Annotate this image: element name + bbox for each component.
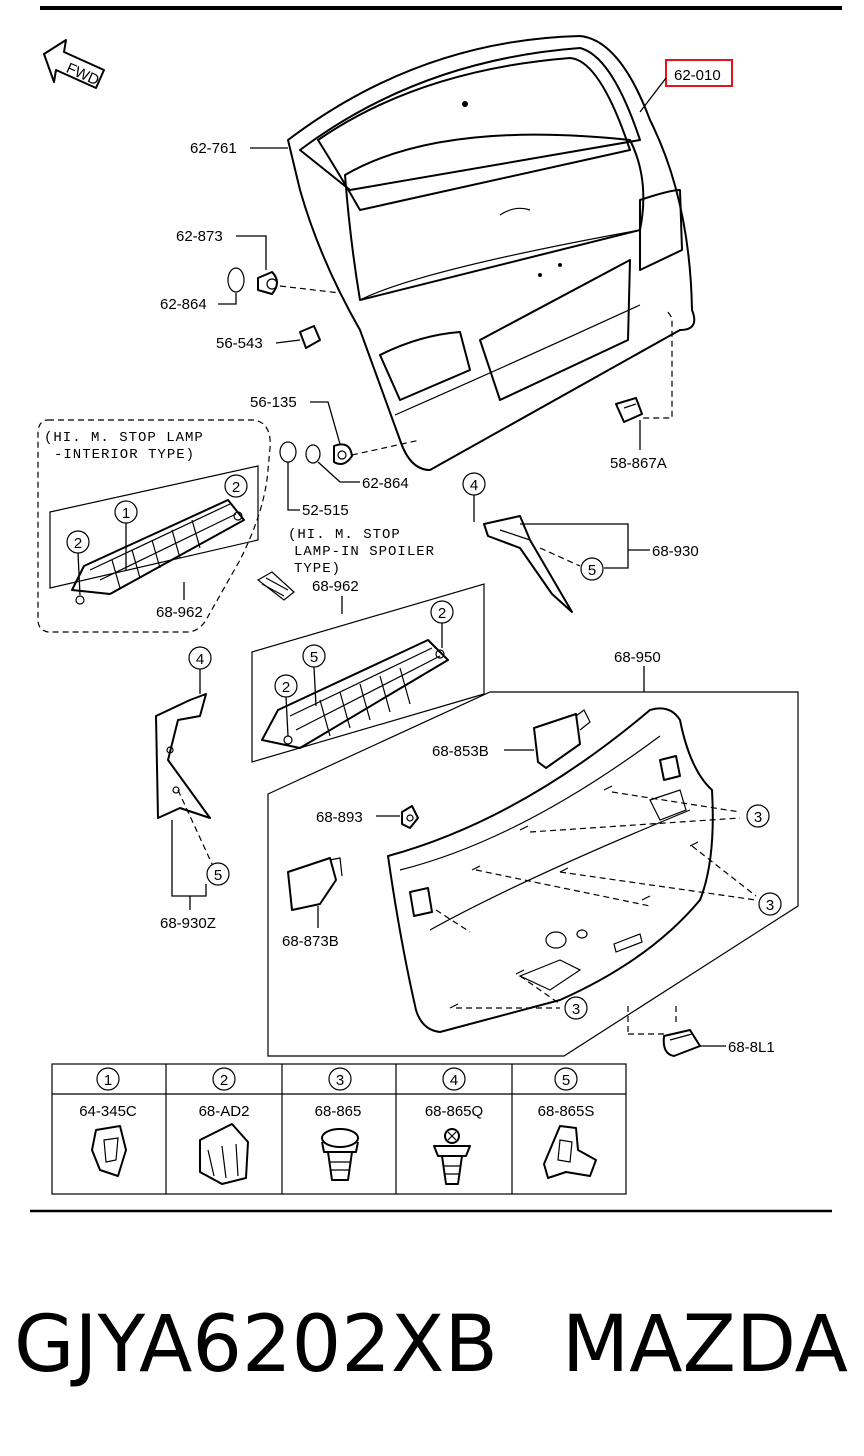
highlight-box (665, 59, 733, 87)
label-52-515: 52-515 (302, 502, 349, 519)
callout-5-spoiler: 5 (302, 644, 326, 707)
callout-2-spoiler-left: 2 (274, 674, 298, 737)
svg-text:2: 2 (232, 479, 240, 496)
note-interior-2: -INTERIOR TYPE) (54, 447, 195, 463)
clip-64-345C-icon (91, 1125, 127, 1177)
table-part-64-345C: 64-345C (79, 1103, 137, 1120)
label-62-864-lower: 62-864 (362, 475, 409, 492)
callout-3-c: 3 (564, 996, 588, 1020)
trim-panel-box (267, 691, 799, 1057)
clip-68-865S-icon (543, 1125, 597, 1179)
label-68-8L1: 68-8L1 (728, 1039, 775, 1056)
label-58-867A: 58-867A (610, 455, 667, 472)
label-68-962-interior: 68-962 (156, 604, 203, 621)
note-spoiler-1: (HI. M. STOP (288, 527, 401, 543)
table-part-68-AD2: 68-AD2 (199, 1103, 250, 1120)
note-interior-1: (HI. M. STOP LAMP (44, 430, 204, 446)
callout-4-upper: 4 (462, 472, 486, 522)
grommet-part (227, 267, 245, 293)
caption-brand: MAZDA (561, 1300, 848, 1390)
svg-text:3: 3 (754, 809, 762, 826)
label-68-853B: 68-853B (432, 743, 489, 760)
callout-3-a: 3 (746, 804, 770, 828)
label-68-873B: 68-873B (282, 933, 339, 950)
callout-1-interior: 1 (114, 500, 138, 570)
svg-text:1: 1 (104, 1072, 112, 1089)
cover-68-873B (287, 857, 343, 911)
table-part-68-865Q: 68-865Q (425, 1103, 483, 1120)
svg-text:3: 3 (766, 897, 774, 914)
cover-68-853B (533, 709, 591, 769)
bump-stop-part (257, 271, 278, 295)
table-col-1: 1 64-345C (79, 1067, 137, 1177)
label-68-893: 68-893 (316, 809, 363, 826)
stop-lamp-grommets (279, 441, 353, 465)
svg-text:3: 3 (572, 1001, 580, 1018)
label-62-864-upper: 62-864 (160, 296, 207, 313)
svg-text:5: 5 (310, 649, 318, 666)
svg-text:2: 2 (438, 605, 446, 622)
clip-68-865-icon (321, 1128, 359, 1148)
svg-text:4: 4 (196, 651, 204, 668)
svg-text:2: 2 (220, 1072, 228, 1089)
trim-panel-68-950 (387, 707, 714, 1033)
interior-box (49, 465, 259, 589)
handle-68-8L1 (662, 1029, 701, 1057)
garnish-68-962-spoiler (261, 639, 449, 749)
label-56-543: 56-543 (216, 335, 263, 352)
svg-text:5: 5 (562, 1072, 570, 1089)
label-68-930: 68-930 (652, 543, 699, 560)
caption-part-number: GJYA6202XB (14, 1300, 498, 1390)
callout-2-interior-left: 2 (66, 530, 90, 596)
liftgate-assembly (287, 35, 696, 471)
table-part-68-865S: 68-865S (538, 1103, 595, 1120)
fwd-arrow-icon: FWD (43, 39, 105, 89)
interior-type-region (37, 419, 271, 633)
label-62-761: 62-761 (190, 140, 237, 157)
callout-2-interior-right: 2 (224, 474, 248, 498)
clip-68-893 (401, 805, 419, 829)
label-62-010: 62-010 (674, 67, 721, 84)
garnish-68-962-interior (71, 499, 245, 605)
svg-text:3: 3 (336, 1072, 344, 1089)
fwd-label: FWD (64, 60, 102, 89)
note-spoiler-2: LAMP-IN SPOILER (294, 544, 435, 560)
reference-arrow-icon (256, 571, 295, 601)
pad-part (299, 325, 321, 349)
trim-68-930 (483, 515, 573, 613)
label-68-962-spoiler: 68-962 (312, 578, 359, 595)
table-part-68-865: 68-865 (315, 1103, 362, 1120)
callout-3-b: 3 (758, 892, 782, 916)
panel-clip-lines (435, 791, 757, 1009)
note-spoiler-3: TYPE) (294, 561, 341, 577)
svg-text:2: 2 (282, 679, 290, 696)
svg-text:4: 4 (470, 477, 478, 494)
svg-text:5: 5 (214, 867, 222, 884)
fastener-table: 1 64-345C 2 68-AD2 3 68-865 4 68-865Q (51, 1063, 627, 1195)
label-68-950: 68-950 (614, 649, 661, 666)
table-col-2: 2 68-AD2 (199, 1067, 250, 1185)
spoiler-box (251, 583, 485, 763)
svg-text:1: 1 (122, 505, 130, 522)
clip-68-865Q-icon (444, 1128, 460, 1144)
latch-bracket-part (615, 397, 643, 423)
label-68-930Z: 68-930Z (160, 915, 216, 932)
svg-text:2: 2 (74, 535, 82, 552)
label-62-873: 62-873 (176, 228, 223, 245)
svg-text:4: 4 (450, 1072, 458, 1089)
table-col-4: 4 68-865Q (425, 1067, 483, 1185)
table-col-3: 3 68-865 (315, 1067, 362, 1181)
callout-2-spoiler-right: 2 (430, 600, 454, 648)
trim-68-930Z (155, 693, 211, 819)
label-56-135: 56-135 (250, 394, 297, 411)
callout-5-upper: 5 (539, 547, 604, 581)
svg-text:5: 5 (588, 562, 596, 579)
callout-5-side: 5 (177, 789, 230, 886)
callout-4-side: 4 (188, 646, 212, 694)
table-col-5: 5 68-865S (538, 1067, 597, 1179)
clip-68-AD2-icon (199, 1123, 249, 1185)
